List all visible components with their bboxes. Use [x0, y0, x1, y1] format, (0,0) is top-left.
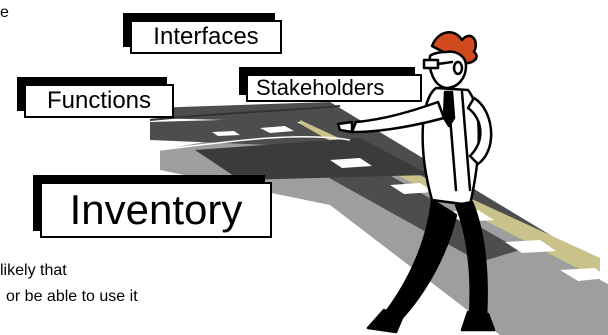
- label-inventory-text: Inventory: [69, 186, 243, 233]
- label-interfaces-text: Interfaces: [153, 23, 259, 50]
- label-stakeholders: Stakeholders: [246, 74, 422, 102]
- body-text-line-2: or be able to use it: [6, 288, 138, 305]
- body-text-fragment-top: e: [0, 4, 9, 21]
- label-functions-text: Functions: [46, 87, 152, 114]
- label-functions: Functions: [24, 84, 174, 118]
- man-pointing-icon: [336, 31, 496, 334]
- label-inventory: Inventory: [40, 182, 272, 238]
- label-interfaces: Interfaces: [130, 20, 282, 54]
- label-stakeholders-text: Stakeholders: [256, 75, 385, 100]
- body-text-line-1: likely that: [0, 262, 67, 279]
